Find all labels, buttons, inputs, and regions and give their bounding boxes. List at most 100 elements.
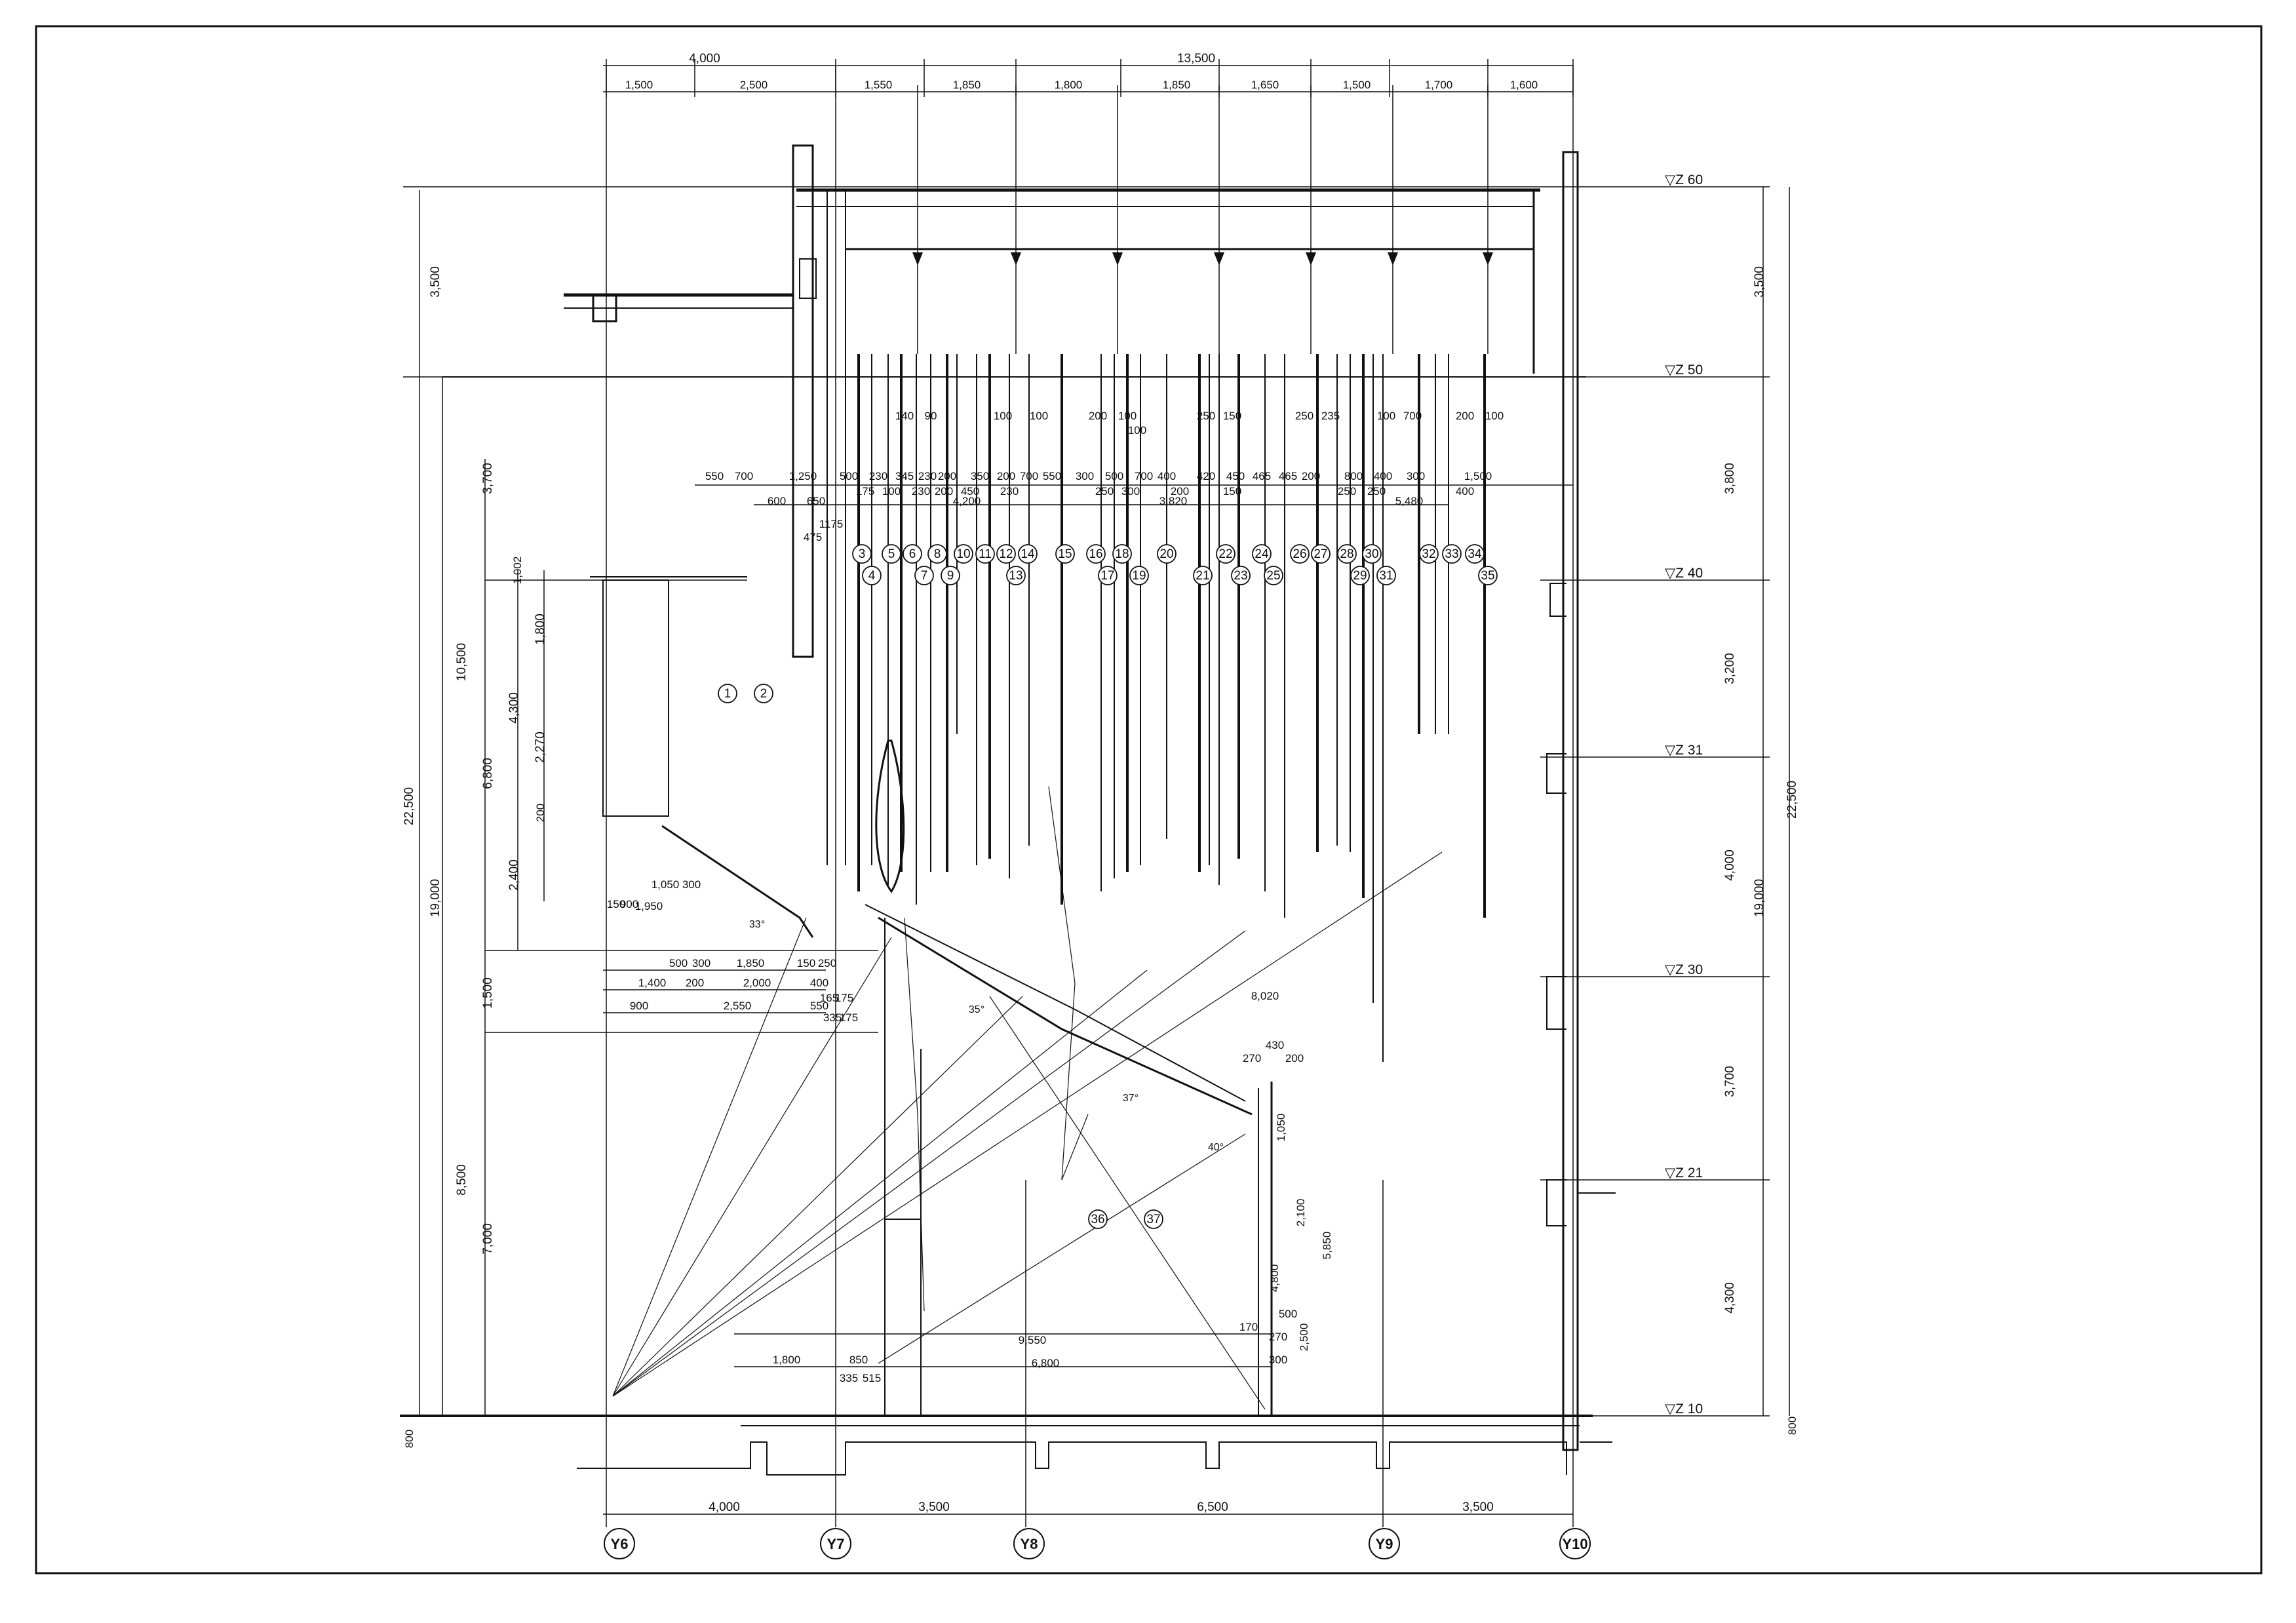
left-dim-19000: 19,000 <box>429 879 442 917</box>
batten-pair-dim: 100 <box>1118 410 1137 422</box>
top-span-dim: 1,850 <box>953 79 981 91</box>
right-dim-19000: 19,000 <box>1753 879 1766 917</box>
angle-label: 37° <box>1123 1093 1138 1104</box>
top-span-dim: 2,500 <box>740 79 768 91</box>
grid-axis-label: Y9 <box>1376 1536 1393 1552</box>
batten-bubble <box>1144 1209 1163 1229</box>
pulley-block <box>1483 252 1493 265</box>
batten-pair-dim: 200 <box>1456 410 1474 422</box>
lower-dim: 165 <box>820 992 838 1004</box>
right-vertical-dims: 22,500 19,000 3,500 3,800 3,200 4,000 3,… <box>1723 266 1799 1435</box>
batten-bubble-label: 17 <box>1100 569 1114 583</box>
batten-bubble <box>754 684 773 703</box>
bottom-grid-dim: 4,000 <box>709 1500 740 1514</box>
right-inner-dim: 2,100 <box>1294 1199 1307 1227</box>
batten-pair-dim: 250 <box>1197 410 1215 422</box>
bottom-inner-dim: 850 <box>849 1354 868 1366</box>
right-dim-22500: 22,500 <box>1785 781 1799 819</box>
hanging-drape <box>875 739 905 893</box>
batten-bubble <box>941 566 960 585</box>
upper-dim-c: 230 <box>1000 485 1019 498</box>
lower-dim: 500 <box>669 957 688 969</box>
batten-pair-dim: 90 <box>925 410 937 422</box>
batten-pair-dim: 140 <box>895 410 914 422</box>
bottom-inner-dim: 335 <box>840 1372 858 1384</box>
grid-bubble <box>1369 1528 1400 1559</box>
sheet-border <box>35 25 2263 1574</box>
upper-dim-a: 400 <box>1374 470 1392 482</box>
batten-bubble-label: 2 <box>760 687 768 701</box>
right-dim-3700: 3,700 <box>1723 1066 1737 1097</box>
bottom-inner-dim: 515 <box>863 1372 881 1384</box>
grid-bubble <box>1013 1528 1045 1559</box>
batten-bubble-label: 16 <box>1089 547 1102 561</box>
batten-bubble <box>1442 544 1462 564</box>
grid-bubble <box>820 1528 851 1559</box>
upper-dim-a: 500 <box>840 470 858 482</box>
lower-dim: 550 <box>810 1000 828 1012</box>
lower-dim: 1,050 <box>652 878 680 891</box>
lower-dim: 175 <box>835 992 853 1004</box>
batten-bubble-label: 23 <box>1234 569 1247 583</box>
upper-dim-b: 3,820 <box>1159 495 1188 507</box>
upper-dim-a: 345 <box>895 470 914 482</box>
level-marker: ▽Z 10 <box>1665 1401 1703 1417</box>
top-span-dim: 1,800 <box>1055 79 1083 91</box>
upper-dim-b: 600 <box>768 495 786 507</box>
batten-bubble <box>1112 544 1132 564</box>
pulley-block <box>1306 252 1316 265</box>
batten-bubble <box>718 684 737 703</box>
batten-bubble-label: 31 <box>1379 569 1393 583</box>
batten-bubble <box>1376 566 1396 585</box>
left-dim-8500: 8,500 <box>455 1164 469 1196</box>
top-span-dim: 1,700 <box>1425 79 1453 91</box>
upper-dim-c: 100 <box>882 485 901 498</box>
batten-bubble <box>1018 544 1038 564</box>
bottom-grid-dim: 3,500 <box>1462 1500 1494 1514</box>
top-span-dim: 1,500 <box>625 79 653 91</box>
fly-battens <box>857 85 1493 1062</box>
upper-dim-c: 250 <box>1367 485 1386 498</box>
lower-dim: 2,550 <box>724 1000 752 1012</box>
batten-pair-dim: 100 <box>1128 424 1146 437</box>
left-dim-10500: 10,500 <box>455 643 469 681</box>
upper-dim-a: 800 <box>1344 470 1363 482</box>
batten-bubble-label: 20 <box>1159 547 1173 561</box>
batten-bubble-label: 29 <box>1353 569 1367 583</box>
batten-bubble-label: 11 <box>979 547 992 561</box>
lower-dim: 300 <box>682 878 701 891</box>
level-markers: ▽Z 60▽Z 50▽Z 40▽Z 31▽Z 30▽Z 21▽Z 10 <box>1665 172 1703 1417</box>
lower-dim: 2,000 <box>743 977 771 989</box>
batten-pair-dim: 100 <box>1377 410 1395 422</box>
batten-bubble <box>1055 544 1075 564</box>
upper-dim-b: 475 <box>804 531 822 543</box>
top-span-dim: 1,850 <box>1163 79 1191 91</box>
batten-bubble <box>1311 544 1331 564</box>
top-span-dim: 1,650 <box>1251 79 1279 91</box>
upper-dim-b: 4,200 <box>953 495 981 507</box>
batten-pair-dim: 700 <box>1403 410 1422 422</box>
batten-bubble-label: 9 <box>947 569 954 583</box>
upper-dim-c: 250 <box>1338 485 1356 498</box>
batten-bubble-label: 19 <box>1132 569 1146 583</box>
level-marker: ▽Z 21 <box>1665 1165 1703 1181</box>
upper-dim-c: 230 <box>912 485 930 498</box>
batten-bubble-label: 13 <box>1009 569 1022 583</box>
batten-bubble <box>975 544 995 564</box>
right-inner-dim: 2,500 <box>1298 1323 1310 1352</box>
left-dim-4300: 4,300 <box>507 692 521 724</box>
right-dim-4000: 4,000 <box>1723 850 1737 881</box>
batten-bubble-label: 32 <box>1422 547 1435 561</box>
batten-bubble <box>903 544 922 564</box>
batten-bubble-label: 33 <box>1445 547 1458 561</box>
left-dim-22500: 22,500 <box>402 787 416 825</box>
batten-bubble-label: 27 <box>1313 547 1327 561</box>
right-inner-dim: 170 <box>1239 1321 1258 1333</box>
lower-dim: 300 <box>692 957 710 969</box>
left-dim-3700: 3,700 <box>481 463 495 494</box>
batten-bubble-label: 5 <box>888 547 895 561</box>
batten-bubble <box>1088 1209 1108 1229</box>
